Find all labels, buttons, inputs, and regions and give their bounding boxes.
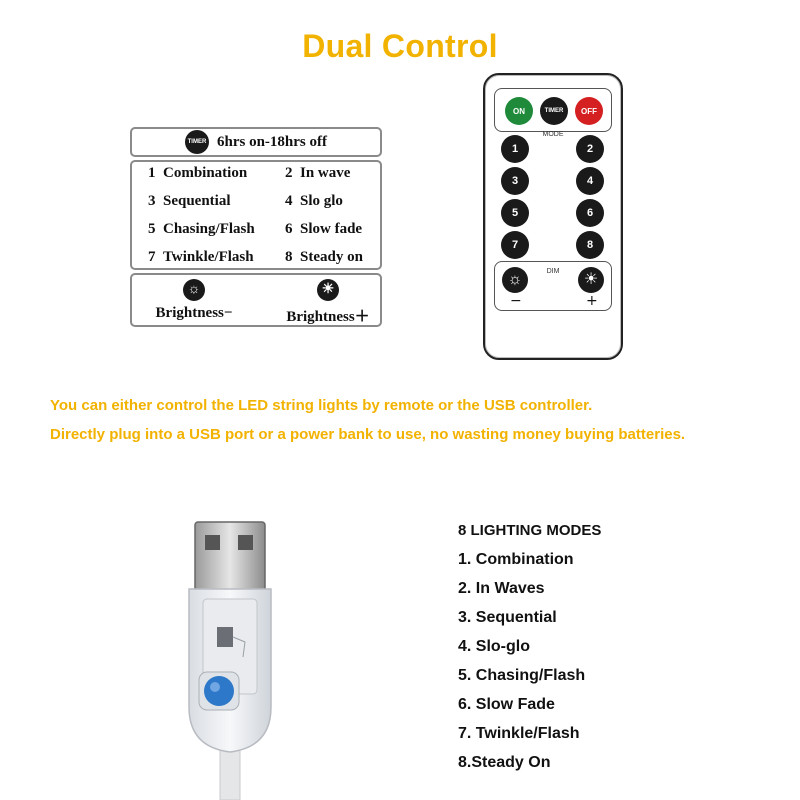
brightness-up-icon: ☀ (583, 271, 599, 288)
remote-minus-label: − (510, 293, 522, 309)
remote-control: ON TIMER OFF MODE 1 2 3 4 5 6 7 8 DIM ☼ … (483, 73, 623, 360)
description-line-1: You can either control the LED string li… (50, 397, 593, 414)
mode-list-item: 7. Twinkle/Flash (458, 725, 580, 742)
brightness-minus-label: Brightness− (155, 305, 233, 321)
mode-entry: 4 Slo glo (285, 193, 343, 209)
mode-list-item: 6. Slow Fade (458, 696, 555, 713)
mode-list-item: 3. Sequential (458, 609, 557, 626)
remote-mode-label: MODE (542, 131, 564, 138)
mode-entry: 7 Twinkle/Flash (148, 249, 254, 265)
brightness-down-icon: ☼ (183, 279, 205, 301)
brightness-down-icon: ☼ (507, 271, 523, 288)
mode-entry: 5 Chasing/Flash (148, 221, 255, 237)
brightness-plus-entry: ☀ Brightness＋ (278, 279, 378, 326)
timer-text: 6hrs on-18hrs off (216, 133, 327, 150)
usb-plug-icon (188, 521, 272, 800)
timer-icon: TIMER (184, 130, 209, 154)
brightness-plus-label: Brightness＋ (286, 309, 370, 325)
remote-power-group: ON TIMER OFF (494, 88, 612, 132)
page-title: Dual Control (302, 28, 498, 64)
brightness-legend: ☼ Brightness− ☀ Brightness＋ (130, 273, 382, 327)
mode-entry: 1 Combination (148, 165, 248, 181)
remote-button-7[interactable]: 7 (501, 231, 529, 259)
mode-entry: 6 Slow fade (285, 221, 363, 237)
brightness-minus-entry: ☼ Brightness− (144, 279, 244, 322)
remote-on-button[interactable]: ON (505, 97, 533, 125)
modes-legend: 1 Combination 2 In wave 3 Sequential 4 S… (130, 160, 382, 270)
remote-button-4[interactable]: 4 (576, 167, 604, 195)
mode-entry: 3 Sequential (148, 193, 231, 209)
remote-button-3[interactable]: 3 (501, 167, 529, 195)
mode-list-item: 5. Chasing/Flash (458, 667, 586, 684)
remote-dim-label: DIM (546, 268, 560, 275)
mode-entry: 2 In wave (285, 165, 351, 181)
brightness-up-icon: ☀ (317, 279, 339, 301)
remote-button-1[interactable]: 1 (501, 135, 529, 163)
remote-timer-button[interactable]: TIMER (540, 97, 568, 125)
remote-plus-label: + (586, 293, 598, 309)
mode-row: 5 Chasing/Flash 6 Slow fade (132, 221, 380, 243)
remote-button-5[interactable]: 5 (501, 199, 529, 227)
remote-button-2[interactable]: 2 (576, 135, 604, 163)
remote-dim-down-button[interactable]: ☼ (502, 267, 528, 293)
remote-button-6[interactable]: 6 (576, 199, 604, 227)
mode-row: 7 Twinkle/Flash 8 Steady on (132, 249, 380, 271)
remote-button-8[interactable]: 8 (576, 231, 604, 259)
mode-entry: 8 Steady on (285, 249, 363, 265)
description-line-2: Directly plug into a USB port or a power… (50, 426, 686, 443)
mode-list-item: 4. Slo-glo (458, 638, 530, 655)
mode-row: 3 Sequential 4 Slo glo (132, 193, 380, 215)
remote-dim-group (494, 261, 612, 311)
remote-dim-up-button[interactable]: ☀ (578, 267, 604, 293)
remote-off-button[interactable]: OFF (575, 97, 603, 125)
mode-row: 1 Combination 2 In wave (132, 165, 380, 187)
mode-list-item: 8.Steady On (458, 754, 551, 771)
mode-list-item: 1. Combination (458, 551, 574, 568)
mode-list-item: 2. In Waves (458, 580, 545, 597)
mode-list-title: 8 LIGHTING MODES (458, 522, 602, 539)
timer-legend: TIMER 6hrs on-18hrs off (130, 127, 382, 157)
